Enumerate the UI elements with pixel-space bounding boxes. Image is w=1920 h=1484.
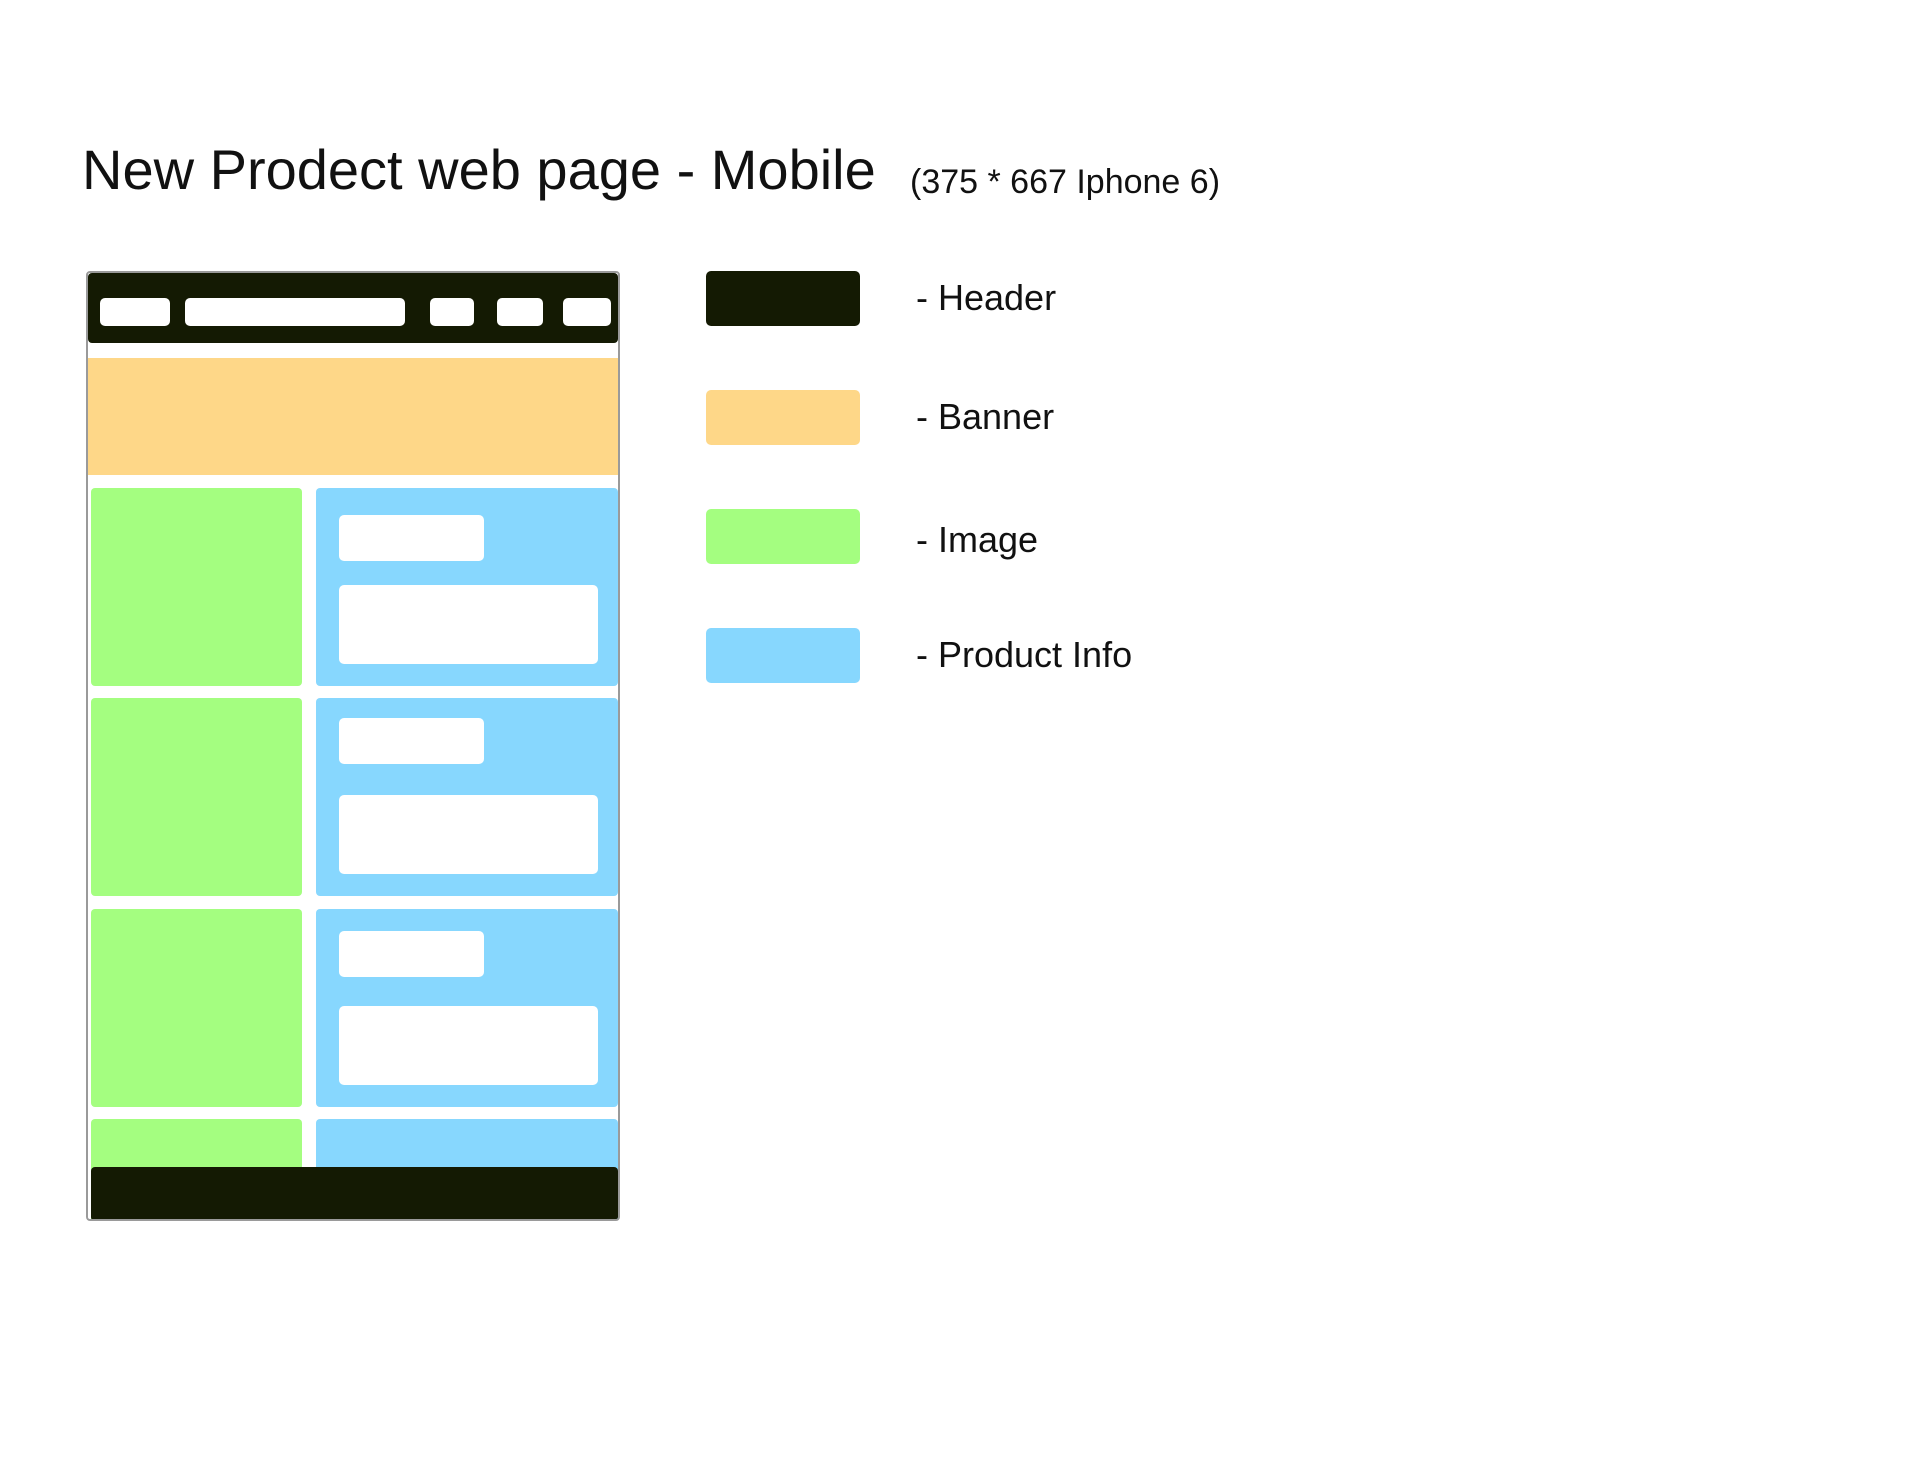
legend-swatch-image [706,509,860,564]
product-desc-block-3 [339,1006,598,1085]
product-row-2 [88,698,618,898]
product-image-2 [91,698,302,896]
wireframe-footer [91,1167,618,1219]
product-title-block-3 [339,931,484,977]
header-search-block [185,298,405,326]
header-icon-block-3 [563,298,611,326]
product-info-1 [316,488,618,686]
legend-label-banner: - Banner [916,396,1055,437]
product-info-3 [316,909,618,1107]
header-icon-block-1 [430,298,474,326]
legend-item-product-info: - Product Info [706,628,1406,684]
product-image-3 [91,909,302,1107]
legend-label-product-info: - Product Info [916,634,1133,675]
product-desc-block-1 [339,585,598,664]
header-icon-block-2 [497,298,543,326]
legend-swatch-product-info [706,628,860,683]
legend-item-header: - Header [706,271,1406,327]
product-title-block-2 [339,718,484,764]
legend-item-banner: - Banner [706,390,1406,446]
wireframe-header [88,273,618,343]
product-row-3 [88,909,618,1109]
wireframe-banner [88,358,618,475]
product-title-block-1 [339,515,484,561]
product-row-1 [88,488,618,688]
legend-label-image: - Image [916,519,1039,560]
product-desc-block-2 [339,795,598,874]
legend-swatch-banner [706,390,860,445]
product-image-1 [91,488,302,686]
page-subtitle: (375 * 667 Iphone 6) [910,163,1221,201]
legend-label-header: - Header [916,277,1057,318]
legend-item-image: - Image [706,509,1406,565]
header-logo-block [100,298,170,326]
product-info-2 [316,698,618,896]
mobile-wireframe [86,271,620,1221]
legend-swatch-header [706,271,860,326]
page-title: New Prodect web page - Mobile [82,138,876,201]
